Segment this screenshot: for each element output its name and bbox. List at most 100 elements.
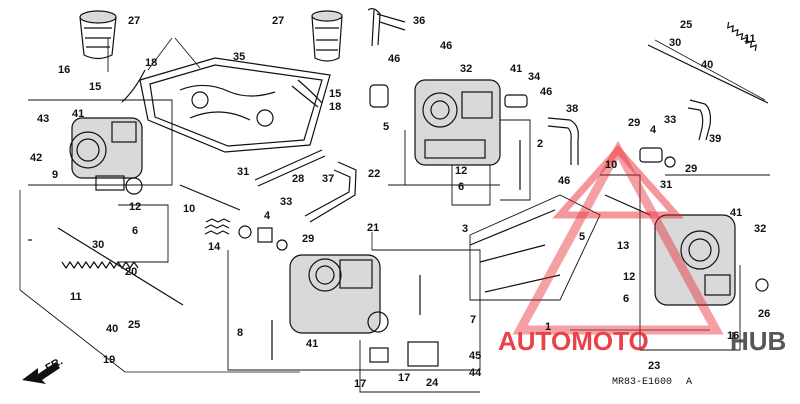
callout-c29c: 29 — [302, 233, 314, 245]
callout-c21: 21 — [367, 222, 379, 234]
callout-c46b: 46 — [388, 53, 400, 65]
callout-c45: 45 — [469, 350, 481, 362]
callout-c18b: 18 — [329, 101, 341, 113]
front-label: FR. — [44, 355, 65, 374]
tube-28 — [254, 149, 326, 187]
hose-36 — [367, 8, 381, 47]
front-direction-arrow: FR. — [22, 355, 65, 384]
callout-c9: 9 — [52, 169, 58, 181]
watermark-text-b: HUB — [730, 326, 786, 356]
callout-c4a: 4 — [650, 124, 657, 136]
rod-30-right — [647, 44, 769, 104]
callout-c23: 23 — [648, 360, 660, 372]
spring-11-right — [726, 21, 757, 52]
callout-c15b: 15 — [329, 88, 341, 100]
carburetor-right — [654, 214, 736, 306]
callout-c41b: 41 — [72, 108, 84, 120]
callout-c46d: 46 — [558, 175, 570, 187]
callout-c37: 37 — [322, 173, 334, 185]
callout-c16b: 16 — [727, 330, 739, 342]
callout-c26: 26 — [758, 308, 770, 320]
air-funnel-right — [311, 10, 343, 62]
watermark-triangle — [552, 144, 684, 219]
callout-c40b: 40 — [106, 323, 118, 335]
diagram-code: MR83-E1600 — [612, 377, 672, 388]
callout-c27b: 27 — [272, 15, 284, 27]
callout-c28: 28 — [292, 173, 304, 185]
hose-38 — [547, 117, 579, 165]
callout-c14: 14 — [208, 241, 221, 253]
callout-c5a: 5 — [383, 121, 389, 133]
rod-10-right — [604, 194, 651, 216]
callout-c46c: 46 — [540, 86, 552, 98]
callout-c3: 3 — [462, 223, 468, 235]
callout-c18a: 18 — [145, 57, 157, 69]
callout-c12a: 12 — [455, 165, 467, 177]
callout-c24: 24 — [426, 377, 439, 389]
callout-c12b: 12 — [129, 201, 141, 213]
callout-c19: 19 — [103, 354, 115, 366]
watermark-text-a: AUTOMOTO — [498, 326, 649, 356]
callout-c46a: 46 — [440, 40, 452, 52]
callout-c1: 1 — [545, 321, 551, 333]
callout-c36: 36 — [413, 15, 425, 27]
callout-c17a: 17 — [354, 378, 366, 390]
callout-c7: 7 — [470, 314, 476, 326]
tube-18-left — [121, 69, 146, 103]
front-arrow-icon — [22, 362, 60, 384]
parts — [28, 8, 769, 367]
callout-c4b: 4 — [264, 210, 271, 222]
spring-11-left — [61, 260, 139, 270]
callout-c10a: 10 — [183, 203, 195, 215]
callout-c44: 44 — [469, 367, 482, 379]
rod-10-left — [179, 184, 241, 211]
callout-c34: 34 — [528, 71, 541, 83]
callout-c27a: 27 — [128, 15, 140, 27]
callout-c31a: 31 — [237, 166, 249, 178]
callout-c25b: 25 — [128, 319, 140, 331]
callout-c10b: 10 — [605, 159, 617, 171]
air-funnel-left — [79, 10, 117, 60]
carburetor-left — [69, 117, 143, 195]
callout-c33a: 33 — [664, 114, 676, 126]
callout-c25a: 25 — [680, 19, 692, 31]
callout-c33b: 33 — [280, 196, 292, 208]
carburetor-center — [414, 79, 501, 166]
callout-c29b: 29 — [685, 163, 697, 175]
callout-c5b: 5 — [579, 231, 585, 243]
hose-37 — [304, 161, 357, 223]
callout-c38: 38 — [566, 103, 578, 115]
callout-c22: 22 — [368, 168, 380, 180]
callout-c17b: 17 — [398, 372, 410, 384]
callout-c6c: 6 — [623, 293, 629, 305]
callout-c35: 35 — [233, 51, 245, 63]
callout-c29a: 29 — [628, 117, 640, 129]
callout-c32a: 32 — [460, 63, 472, 75]
callout-c41d: 41 — [306, 338, 318, 350]
callout-c6a: 6 — [458, 181, 464, 193]
diagram-code-suffix: A — [686, 377, 692, 388]
callout-c2: 2 — [537, 138, 543, 150]
tube-18-right — [291, 79, 323, 108]
callout-c40a: 40 — [701, 59, 713, 71]
callout-c30b: 30 — [92, 239, 104, 251]
callout-c43: 43 — [37, 113, 49, 125]
callout-c8: 8 — [237, 327, 243, 339]
carburetor-lower — [289, 254, 389, 334]
callout-c15a: 15 — [89, 81, 101, 93]
callout-c41a: 41 — [510, 63, 522, 75]
callout-c42: 42 — [30, 152, 42, 164]
callout-c41c: 41 — [730, 207, 742, 219]
callout-c11a: 11 — [744, 33, 756, 45]
callout-c30a: 30 — [669, 37, 681, 49]
callout-c6b: 6 — [132, 225, 138, 237]
callout-c31b: 31 — [660, 179, 672, 191]
watermark: AUTOMOTO HUB — [498, 140, 786, 356]
callout-c11b: 11 — [70, 291, 82, 303]
spring-14 — [205, 218, 231, 223]
callout-c32b: 32 — [754, 223, 766, 235]
callout-c16: 16 — [58, 64, 70, 76]
linkage-3 — [469, 209, 561, 293]
